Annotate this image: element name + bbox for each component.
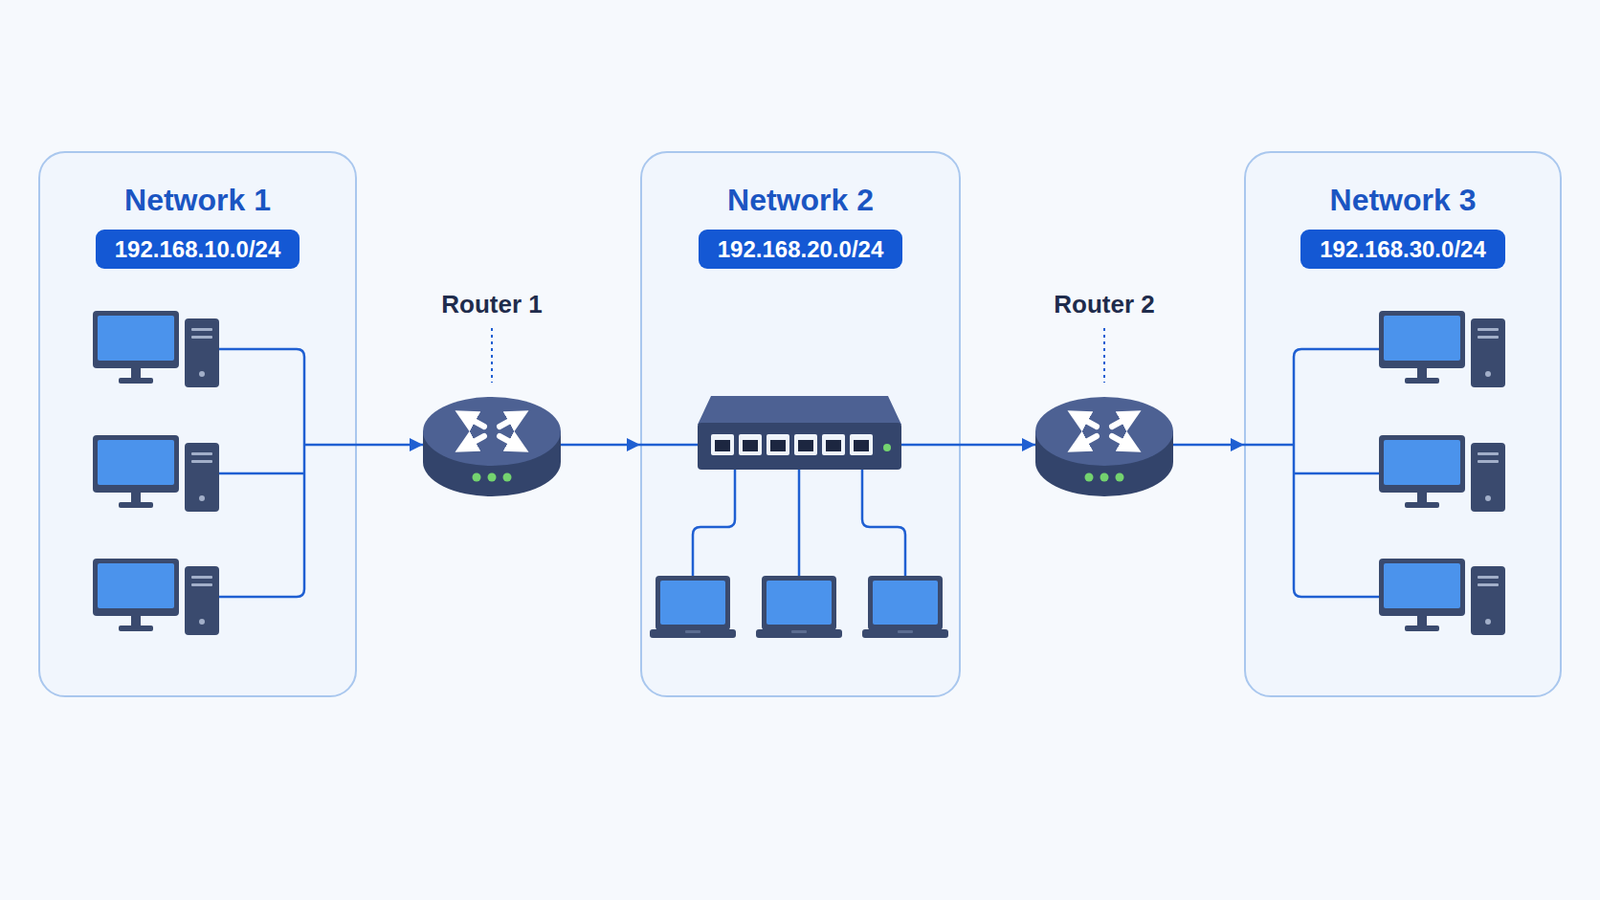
desktop-pc-icon xyxy=(92,558,220,636)
router-node: Router 1 xyxy=(422,287,561,503)
network-title: Network 2 xyxy=(642,181,959,219)
leader-line xyxy=(1103,328,1106,383)
link-line xyxy=(960,444,1036,447)
network-box: Network 3 192.168.30.0/24 xyxy=(1244,151,1562,698)
leader-lines xyxy=(491,328,1105,383)
branch-wire xyxy=(219,472,305,476)
branch-wire xyxy=(798,469,801,577)
router-label: Router 1 xyxy=(422,287,561,322)
link-arrow xyxy=(960,444,1036,446)
desktop-pc-icon xyxy=(1378,558,1506,636)
subnet-badge: 192.168.20.0/24 xyxy=(698,229,904,269)
desktop-pc-icon xyxy=(92,311,220,388)
badge-row: 192.168.30.0/24 xyxy=(1245,218,1560,269)
network-title: Network 1 xyxy=(40,181,356,219)
network-box: Network 2 192.168.20.0/24 xyxy=(640,151,961,698)
uplink-wire xyxy=(1244,444,1294,447)
badge-row: 192.168.10.0/24 xyxy=(40,218,356,269)
link-arrow xyxy=(356,444,423,446)
switch-icon xyxy=(697,396,902,470)
desktop-pc-icon xyxy=(1378,311,1506,388)
bus-wire xyxy=(219,349,305,598)
link-line xyxy=(1173,444,1245,447)
network-title: Network 3 xyxy=(1245,181,1560,219)
desktop-pc-icon xyxy=(1378,435,1506,512)
link-arrow xyxy=(1173,444,1245,446)
uplink-wire xyxy=(901,444,961,447)
branch-wire xyxy=(692,469,735,577)
uplink-wire xyxy=(304,444,357,447)
router-icon xyxy=(1035,397,1174,497)
router-node: Router 2 xyxy=(1035,287,1174,503)
link-line xyxy=(560,444,641,447)
laptop-icon xyxy=(755,576,843,639)
laptop-icon xyxy=(649,576,736,639)
subnet-badge: 192.168.30.0/24 xyxy=(1300,229,1506,269)
network-box: Network 1 192.168.10.0/24 xyxy=(38,151,357,698)
router-label: Router 2 xyxy=(1035,287,1174,322)
subnet-badge: 192.168.10.0/24 xyxy=(95,229,301,269)
wires xyxy=(219,349,1379,598)
desktop-pc-icon xyxy=(92,435,220,512)
link-arrow xyxy=(560,444,641,446)
branch-wire xyxy=(1293,472,1379,476)
badge-row: 192.168.20.0/24 xyxy=(642,218,959,269)
laptop-icon xyxy=(862,576,949,639)
bus-wire xyxy=(1293,349,1379,598)
branch-wire xyxy=(862,469,906,577)
link-line xyxy=(356,444,423,447)
uplink-wire xyxy=(640,444,698,447)
leader-line xyxy=(490,328,493,383)
router-icon xyxy=(422,397,561,497)
